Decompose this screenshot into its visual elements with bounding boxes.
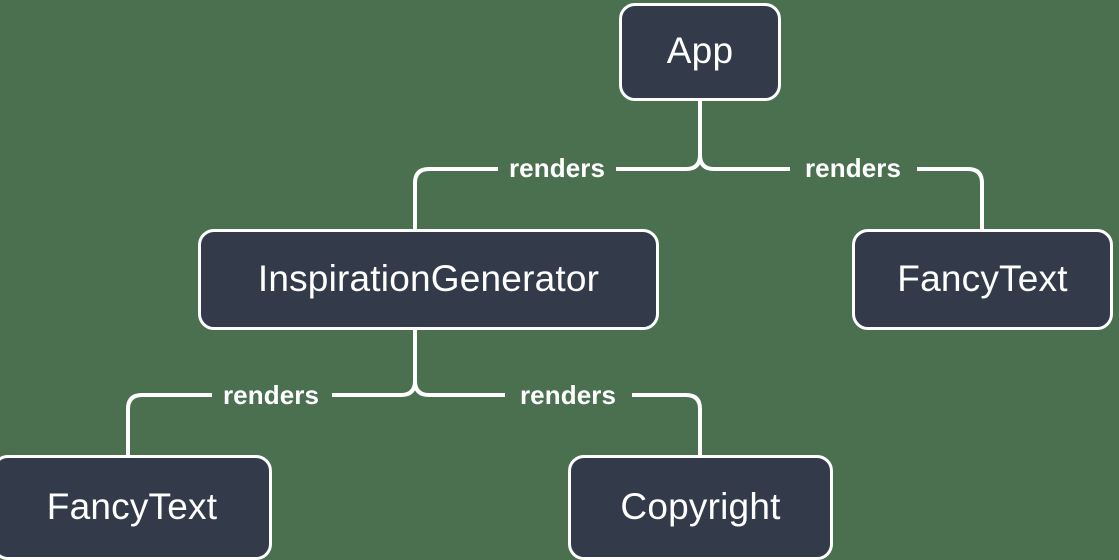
node-copyright-label: Copyright xyxy=(620,485,781,527)
edge-inspiration-generator-to-fancytext-bottom xyxy=(126,393,212,455)
node-copyright[interactable]: Copyright xyxy=(568,455,833,560)
edge-app-to-inspiration-generator xyxy=(413,167,498,229)
node-inspiration-generator-label: InspirationGenerator xyxy=(257,257,600,299)
edge-label-app-to-inspiration-generator: renders xyxy=(508,153,606,183)
node-inspiration-generator[interactable]: InspirationGenerator xyxy=(198,229,659,330)
edge-app-to-fancytext-right xyxy=(917,167,984,229)
edge-inspiration-generator-stem-right xyxy=(413,380,505,397)
edge-inspiration-generator-to-copyright xyxy=(632,393,702,455)
node-app-label: App xyxy=(666,30,734,71)
edge-app-stem xyxy=(616,101,702,171)
edge-label-inspiration-generator-to-fancytext-bottom: renders xyxy=(222,380,320,410)
edge-app-stem-right xyxy=(698,154,790,171)
node-app[interactable]: App xyxy=(619,3,781,101)
node-fancytext-right[interactable]: FancyText xyxy=(852,229,1113,330)
node-fancytext-right-label: FancyText xyxy=(897,257,1068,299)
node-fancytext-bottom[interactable]: FancyText xyxy=(0,455,272,560)
edge-label-app-to-fancytext-right: renders xyxy=(804,153,902,183)
edge-label-inspiration-generator-to-copyright: renders xyxy=(519,380,617,410)
node-fancytext-bottom-label: FancyText xyxy=(46,485,218,527)
edge-inspiration-generator-stem xyxy=(332,330,417,397)
